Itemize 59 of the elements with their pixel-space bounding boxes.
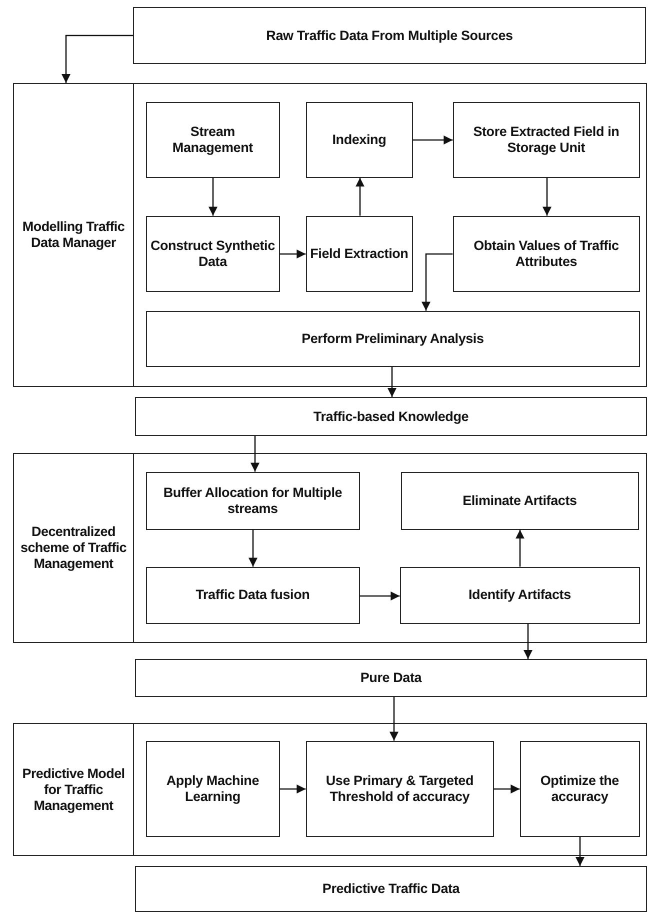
arrow [390,697,398,741]
arrow [248,530,258,567]
box-label: Eliminate Artifacts [462,492,578,509]
arrow [494,784,520,794]
arrow [576,836,584,866]
section-label: Predictive Model for Traffic Management [21,764,126,815]
box-label: Pure Data [359,670,423,686]
box-label: Apply Machine Learning [165,772,260,805]
arrow [280,250,306,258]
section-label: Modelling Traffic Data Manager [21,218,126,252]
box-label: Identify Artifacts [467,587,572,604]
arrow [412,136,453,144]
process-box [135,866,647,912]
box-label: Use Primary & Targeted Threshold of accuracy [324,772,475,805]
box-label: Field Extraction [309,246,410,262]
section-panel [13,83,647,387]
process-box [133,7,646,64]
process-box [146,566,360,624]
box-label: Obtain Values of Traffic Attributes [472,238,620,270]
process-box [452,102,640,178]
process-box [146,102,280,178]
arrow [62,34,133,83]
arrow [388,366,396,397]
process-box [146,216,280,292]
box-label: Construct Synthetic Data [149,238,276,270]
section-panel [13,723,647,856]
arrow [356,178,364,216]
process-box [146,310,640,367]
arrow [524,624,532,659]
box-label: Traffic Data fusion [194,587,311,604]
arrow [208,178,218,216]
box-label: Stream Management [171,124,254,156]
process-box [146,740,280,837]
arrow [250,436,260,472]
box-label: Buffer Allocation for Multiple streams [162,484,344,517]
process-box [520,740,640,837]
process-box [400,472,639,530]
arrow [542,178,552,216]
arrow [422,253,453,311]
section-label: Decentralized scheme of Traffic Management [20,523,128,573]
box-label: Predictive Traffic Data [321,881,461,897]
box-label: Store Extracted Field in Storage Unit [472,124,620,156]
box-label: Perform Preliminary Analysis [300,330,485,347]
arrow [280,784,306,794]
process-box [400,566,640,624]
box-label: Optimize the accuracy [539,772,620,805]
process-box [135,659,647,697]
process-box [135,397,647,436]
process-box [306,740,494,837]
box-label: Indexing [331,132,388,148]
process-box [146,472,360,530]
box-label: Raw Traffic Data From Multiple Sources [265,28,514,44]
process-box [306,102,413,178]
arrow [516,530,524,567]
arrow [360,592,400,600]
box-label: Traffic-based Knowledge [312,408,470,424]
process-box [306,216,413,292]
process-box [452,216,640,292]
section-panel [13,453,647,643]
